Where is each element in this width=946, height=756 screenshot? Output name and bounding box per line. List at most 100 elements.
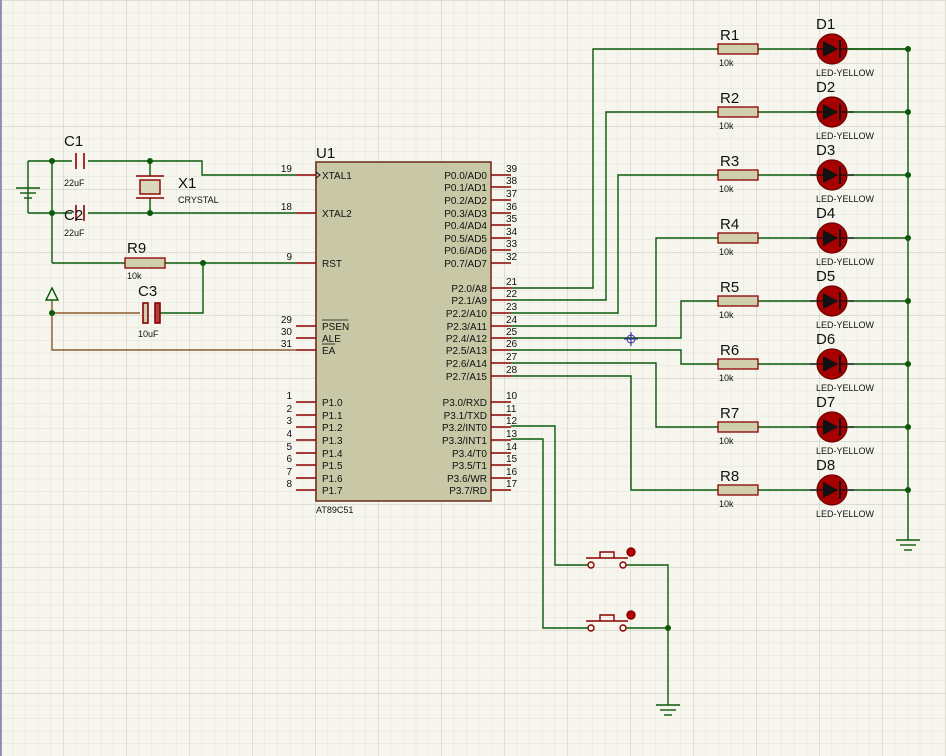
pin-number: 31 — [281, 339, 293, 350]
chip-u1[interactable]: U1 AT89C51 19XTAL118XTAL29RST29PSEN30ALE… — [281, 145, 518, 515]
pin-number: 33 — [506, 239, 518, 250]
led-value: LED-YELLOW — [816, 68, 875, 78]
x1-value: CRYSTAL — [178, 195, 219, 205]
pin-number: 39 — [506, 164, 518, 175]
led-d6 — [810, 348, 854, 380]
resistor-ref: R1 — [720, 27, 739, 44]
pin-number: 11 — [506, 404, 517, 415]
pin-number: 26 — [506, 339, 518, 350]
resistor-ref: R8 — [720, 468, 739, 485]
wire-p2-1 — [511, 111, 700, 301]
resistor-value: 10k — [719, 436, 734, 446]
pin-number: 22 — [506, 289, 518, 300]
led-value: LED-YELLOW — [816, 257, 875, 267]
power-symbol — [44, 286, 60, 301]
pin-label: P1.6 — [322, 474, 343, 485]
pin-label: P3.6/WR — [447, 474, 487, 485]
pin-label: P1.4 — [322, 449, 343, 460]
pin-label: RST — [322, 259, 342, 270]
pin-label: XTAL2 — [322, 209, 352, 220]
led-ref: D3 — [816, 142, 835, 159]
pin-number: 1 — [286, 391, 292, 402]
pin-label: P2.0/A8 — [451, 284, 487, 295]
capacitor-c2 — [75, 205, 85, 221]
pin-7[interactable]: 7P1.6 — [286, 467, 343, 485]
pin-label: P3.2/INT0 — [442, 423, 487, 434]
led-ref: D4 — [816, 205, 835, 222]
pin-label: ALE — [322, 334, 341, 345]
led-value: LED-YELLOW — [816, 446, 875, 456]
port2-wires — [511, 48, 700, 491]
c2-value: 22uF — [64, 228, 85, 238]
push-button-1[interactable] — [586, 547, 636, 569]
pin-6[interactable]: 6P1.5 — [286, 454, 343, 472]
led-ref: D5 — [816, 268, 835, 285]
pin-number: 34 — [506, 227, 518, 238]
pin-label: P0.5/AD5 — [444, 234, 487, 245]
pin-label: P3.3/INT1 — [442, 436, 487, 447]
push-button-2[interactable] — [586, 610, 636, 632]
pin-1[interactable]: 1P1.0 — [286, 391, 343, 409]
pin-number: 23 — [506, 302, 518, 313]
led-d5 — [810, 285, 854, 317]
pin-8[interactable]: 8P1.7 — [286, 479, 343, 497]
pin-3[interactable]: 3P1.2 — [286, 416, 343, 434]
pin-label: P0.2/AD2 — [444, 196, 487, 207]
resistor-r3 — [717, 169, 759, 181]
led-ref: D8 — [816, 457, 835, 474]
resistor-value: 10k — [719, 184, 734, 194]
pin-number: 7 — [286, 467, 292, 478]
led-ref: D1 — [816, 16, 835, 33]
pin-number: 30 — [281, 327, 293, 338]
pin-label: P0.4/AD4 — [444, 221, 487, 232]
r9-value: 10k — [127, 271, 142, 281]
pin-5[interactable]: 5P1.4 — [286, 442, 343, 460]
pin-number: 14 — [506, 442, 518, 453]
pin-number: 12 — [506, 416, 518, 427]
wire-p2-7 — [511, 375, 700, 491]
pin-number: 25 — [506, 327, 518, 338]
pin-label: P0.0/AD0 — [444, 171, 487, 182]
pin-4[interactable]: 4P1.3 — [286, 429, 343, 447]
pin-2[interactable]: 2P1.1 — [286, 404, 343, 422]
